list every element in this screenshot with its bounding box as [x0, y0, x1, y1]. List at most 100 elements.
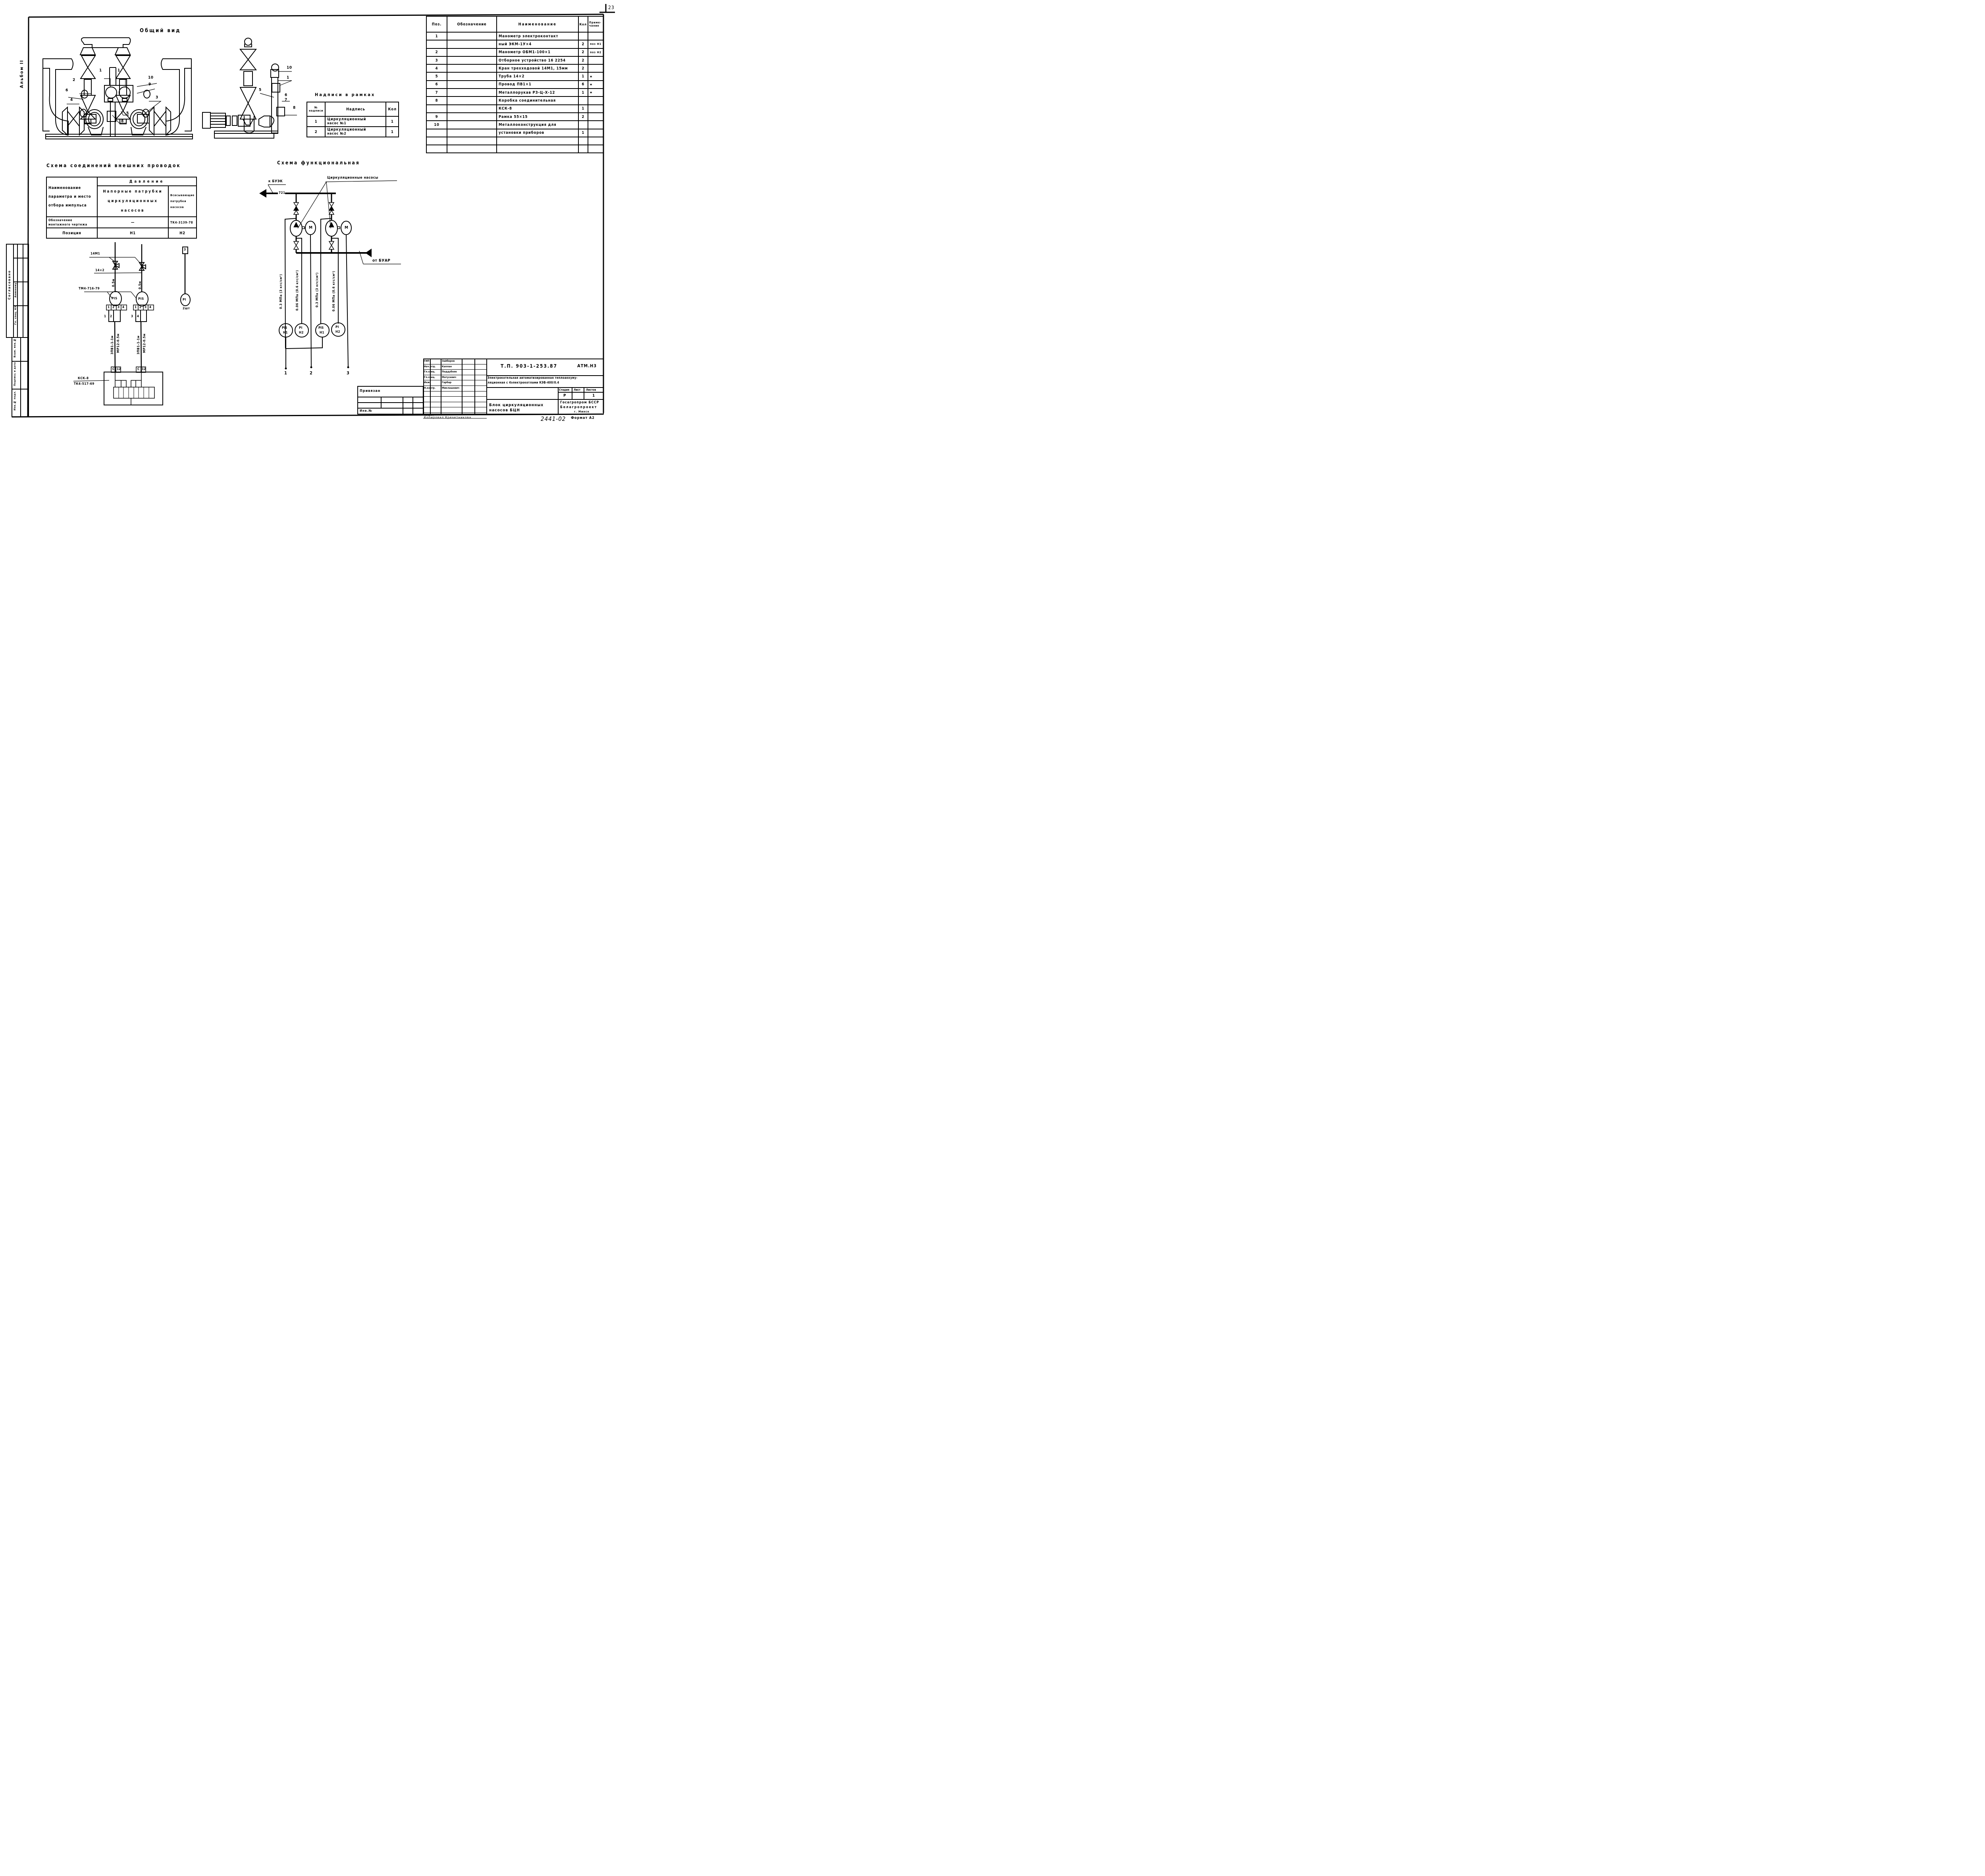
instrument-tag: PI [335, 325, 339, 329]
spec-designation [447, 136, 497, 146]
drawing-title-line2: насосов БЦН [489, 408, 520, 413]
spec-designation [447, 96, 497, 105]
callout: 4 [70, 98, 73, 102]
functional-scheme-drawing [259, 180, 401, 370]
drawing-label: Обозначение монтажного чертежа [46, 216, 98, 228]
spec-pos: 2 [426, 48, 447, 57]
instrument-tag: PIS [282, 326, 287, 330]
pis-device: PIS [112, 297, 118, 300]
frame-row-qty: 1 [385, 126, 399, 137]
stage-label: Стадия [559, 388, 570, 391]
project-line1: Электрокотельная автоматизированная тепл… [488, 376, 578, 380]
signature-role: Инж. [424, 381, 431, 384]
doc-mark: АТМ.Н3 [577, 363, 597, 368]
signature-row: Н.контр.Миклашевич [423, 386, 487, 391]
output-number: 1 [284, 370, 287, 376]
side-callout: 1 [287, 75, 289, 80]
signature-role: Н.контр. [424, 386, 436, 389]
spec-designation [447, 40, 497, 49]
motor-label: М [345, 226, 349, 230]
terminal: 1 [135, 305, 137, 309]
spec-pos [426, 145, 447, 154]
motor-label: М [309, 226, 313, 230]
cable-label: 3ПВ1-1-1м [137, 335, 140, 355]
bound-label: Привязан [360, 389, 381, 393]
callout: 5 [126, 111, 129, 116]
general-view-drawing [42, 37, 193, 139]
spec-note: поз Н2 [588, 48, 604, 57]
inv-no-label: Взам. инв.№ [13, 338, 16, 358]
gland-label: 12 [117, 367, 121, 371]
sheets-label: Листов [586, 388, 596, 391]
callout: 10 [148, 75, 154, 80]
spec-header-designation: Обозначение [447, 16, 497, 33]
spec-note [588, 96, 604, 105]
drawing-frame [6, 4, 615, 418]
signature-role: Гл.спец. [424, 370, 436, 374]
spec-name [496, 145, 579, 154]
inv-label: Инв.№ [360, 409, 372, 413]
signature-name: Поддубняк [442, 370, 457, 374]
pipe-number: 721 [279, 191, 285, 195]
spec-name: Рамка 55×15 [496, 112, 579, 121]
spec-name: установки приборов [496, 128, 579, 137]
spec-pos: 8 [426, 96, 447, 105]
external-wiring-table: Наименование параметра и место отбора им… [46, 177, 197, 239]
spec-pos: 5 [426, 72, 447, 81]
spec-qty: 2 [578, 48, 588, 57]
col-header-qty: Кол [385, 102, 399, 117]
side-view-drawing [202, 38, 297, 139]
signature-row: Гл.спец.Матусевич [423, 375, 487, 381]
frame-labels-title: Надписи в рамках [315, 92, 376, 97]
terminal: 3 [118, 305, 120, 309]
gland-label: 12 [142, 367, 146, 371]
callout: 2 [73, 78, 75, 82]
spec-note [588, 56, 604, 65]
instrument-pos: Н1 [283, 331, 288, 334]
pis-device: PIS [138, 297, 144, 301]
instrument-pos: Н1 [320, 331, 325, 334]
sheet-label: Лист [574, 388, 581, 391]
pipe-label: 14×2 [95, 268, 105, 272]
spec-name: Манометр электроконтакт [496, 31, 579, 41]
spec-designation [447, 48, 497, 57]
position-label: Позиция [46, 228, 98, 239]
bound-block: Привязан Инв.№ [357, 386, 423, 415]
signature-name: Зайберов [442, 359, 455, 362]
agreed-label: Согласовано [8, 270, 11, 300]
side-callout: 5 [259, 88, 262, 92]
doc-code: Т.П. 903-1-253.87 [501, 363, 558, 369]
spec-name: Металлоконструкция для [496, 120, 579, 129]
spec-qty [578, 120, 588, 129]
spec-designation [447, 112, 497, 121]
box-drawing: ТК4-517-69 [74, 382, 94, 386]
spec-name: Провод ПВ1×1 [496, 80, 579, 89]
wire-mark: 2 [110, 314, 112, 318]
left-strip-grid [6, 244, 29, 417]
signature-role: ГИП [424, 359, 430, 362]
terminal: 1 [108, 305, 110, 309]
stage-value: Р [563, 393, 567, 398]
instrument-pos: Н2 [299, 331, 304, 334]
spec-designation [447, 88, 497, 97]
spec-qty [578, 145, 588, 154]
spec-name: ный ЭКМ-1У×4 [496, 40, 579, 49]
signature-row [423, 391, 487, 397]
archive-number: 2441-02 [541, 415, 566, 422]
spec-qty: 1 [578, 128, 588, 137]
spec-note [588, 120, 604, 129]
spec-note [588, 104, 604, 113]
wire-mark: 4 [137, 314, 139, 318]
callout: 3 [156, 95, 158, 100]
signature-name: Каплан [442, 364, 452, 368]
instrument-tag: PIS [318, 326, 324, 330]
spec-qty: 1 [578, 104, 588, 113]
